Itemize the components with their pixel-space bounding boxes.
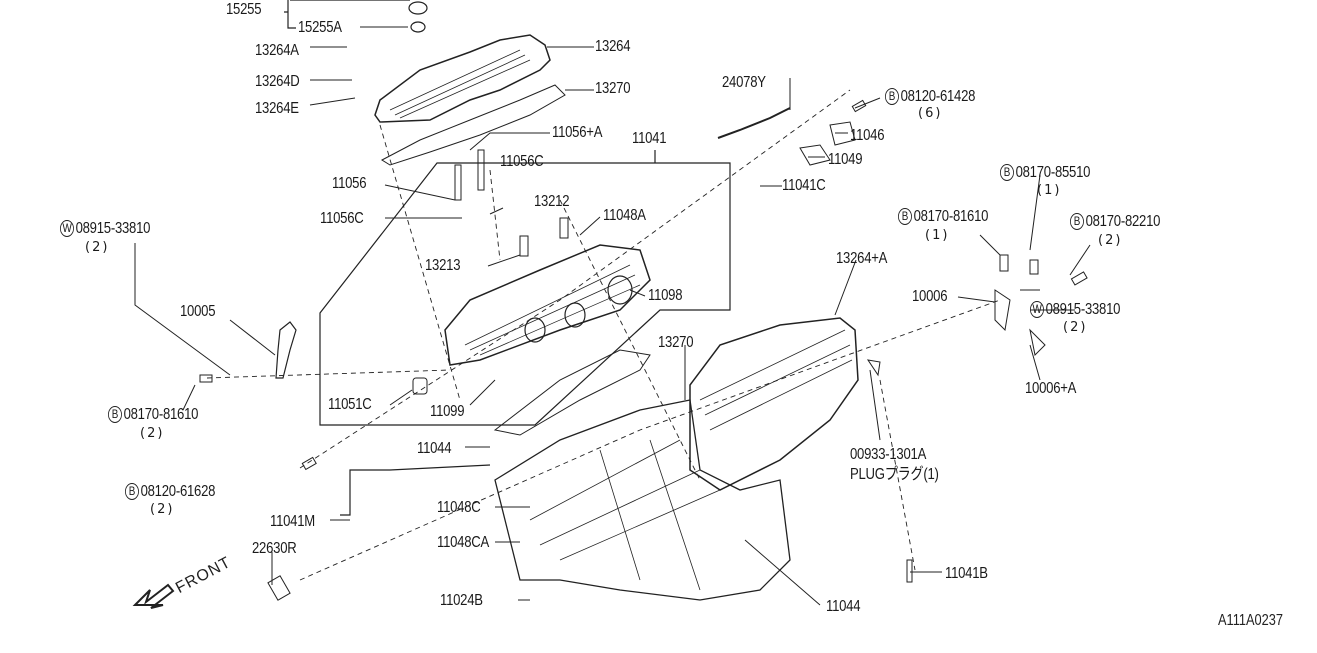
front-arrow-icon <box>132 583 175 609</box>
rocker-cover-ribs <box>389 49 531 119</box>
cylinder-head-lower <box>689 317 859 491</box>
box-11041M <box>340 464 491 516</box>
part-label: 15255 <box>226 1 262 18</box>
part-label: 11041C <box>782 177 826 194</box>
part-label: 10006+A <box>1025 380 1077 397</box>
gasket-13270 <box>380 84 566 166</box>
part-label: 11048C <box>437 499 481 516</box>
part-label: 13270 <box>658 334 694 351</box>
part-label: 11041B <box>945 565 988 582</box>
leader-lines <box>134 26 1091 606</box>
fastener-number: 08915-33810 <box>75 220 151 237</box>
bolt-mark-icon: B <box>885 88 899 105</box>
gasket-11044 <box>493 349 651 436</box>
fasteners-drawn <box>199 99 1088 601</box>
fastener-qty: (2) <box>85 240 110 255</box>
part-label: 11024B <box>440 592 483 609</box>
part-label: 15255A <box>298 19 342 36</box>
bolt-mark-icon: B <box>1070 213 1084 230</box>
fastener-number: 08170-81610 <box>913 208 989 225</box>
fastener-number: 08120-61628 <box>140 483 216 500</box>
bolt-mark-icon: B <box>1000 164 1014 181</box>
part-label: 11098 <box>648 287 683 304</box>
fastener-qty: (1) <box>1037 183 1062 198</box>
part-label: 22630R <box>252 540 297 557</box>
part-label: 00933-1301A <box>850 446 927 463</box>
fastener-number: 08170-82210 <box>1085 213 1161 230</box>
fastener-number: 08170-85510 <box>1015 164 1091 181</box>
bolt-mark-icon: B <box>125 483 139 500</box>
part-label: 13264+A <box>836 250 888 267</box>
part-label: 11056C <box>320 210 364 227</box>
part-label: 13264D <box>255 73 300 90</box>
part-label: 24078Y <box>722 74 766 91</box>
part-label: 11044 <box>417 440 452 457</box>
cap-15255 <box>408 1 428 15</box>
part-label: 11041M <box>270 513 315 530</box>
part-label: 13213 <box>425 257 461 274</box>
washer-mark-icon: W <box>60 220 74 237</box>
fastener-number: 08915-33810 <box>1045 301 1121 318</box>
fastener-number: 08170-81610 <box>123 406 199 423</box>
part-label: 13264 <box>595 38 631 55</box>
rocker-cover-13264 <box>374 34 551 123</box>
bracket-10005 <box>275 321 297 379</box>
fastener-qty: (2) <box>1098 233 1123 248</box>
part-label: 11048A <box>603 207 646 224</box>
part-label: 10006 <box>912 288 948 305</box>
box-11041 <box>319 150 731 426</box>
part-label: 11046 <box>850 127 885 144</box>
part-label: 13270 <box>595 80 631 97</box>
fastener-qty: (2) <box>140 426 165 441</box>
fastener-qty: (2) <box>150 502 175 517</box>
seal-15255A <box>410 21 426 33</box>
dashed-assembly-lines <box>206 89 1001 581</box>
part-label: 11056+A <box>552 124 603 141</box>
figure-code: A111A0237 <box>1218 612 1284 629</box>
engine-block <box>494 399 791 601</box>
cylinder-head-upper <box>444 244 651 366</box>
part-label: 11051C <box>328 396 372 413</box>
part-label: 11099 <box>430 403 465 420</box>
part-label: 11044 <box>826 598 861 615</box>
part-label: 11056C <box>500 153 544 170</box>
part-label: 11056 <box>332 175 367 192</box>
part-label: 10005 <box>180 303 216 320</box>
part-label: PLUGプラグ(1) <box>850 466 939 483</box>
washer-mark-icon: W <box>1030 301 1044 318</box>
bolt-mark-icon: B <box>108 406 122 423</box>
part-label: 13264A <box>255 42 299 59</box>
fastener-qty: (1) <box>925 228 950 243</box>
part-label: 11048CA <box>437 534 490 551</box>
fastener-qty: (6) <box>918 106 943 121</box>
bracket-15255 <box>284 0 410 29</box>
fastener-qty: (2) <box>1063 320 1088 335</box>
part-label: 11049 <box>828 151 863 168</box>
bolt-mark-icon: B <box>898 208 912 225</box>
part-label: 13212 <box>534 193 570 210</box>
part-label: 11041 <box>632 130 667 147</box>
fastener-number: 08120-61428 <box>900 88 976 105</box>
part-label: 13264E <box>255 100 299 117</box>
